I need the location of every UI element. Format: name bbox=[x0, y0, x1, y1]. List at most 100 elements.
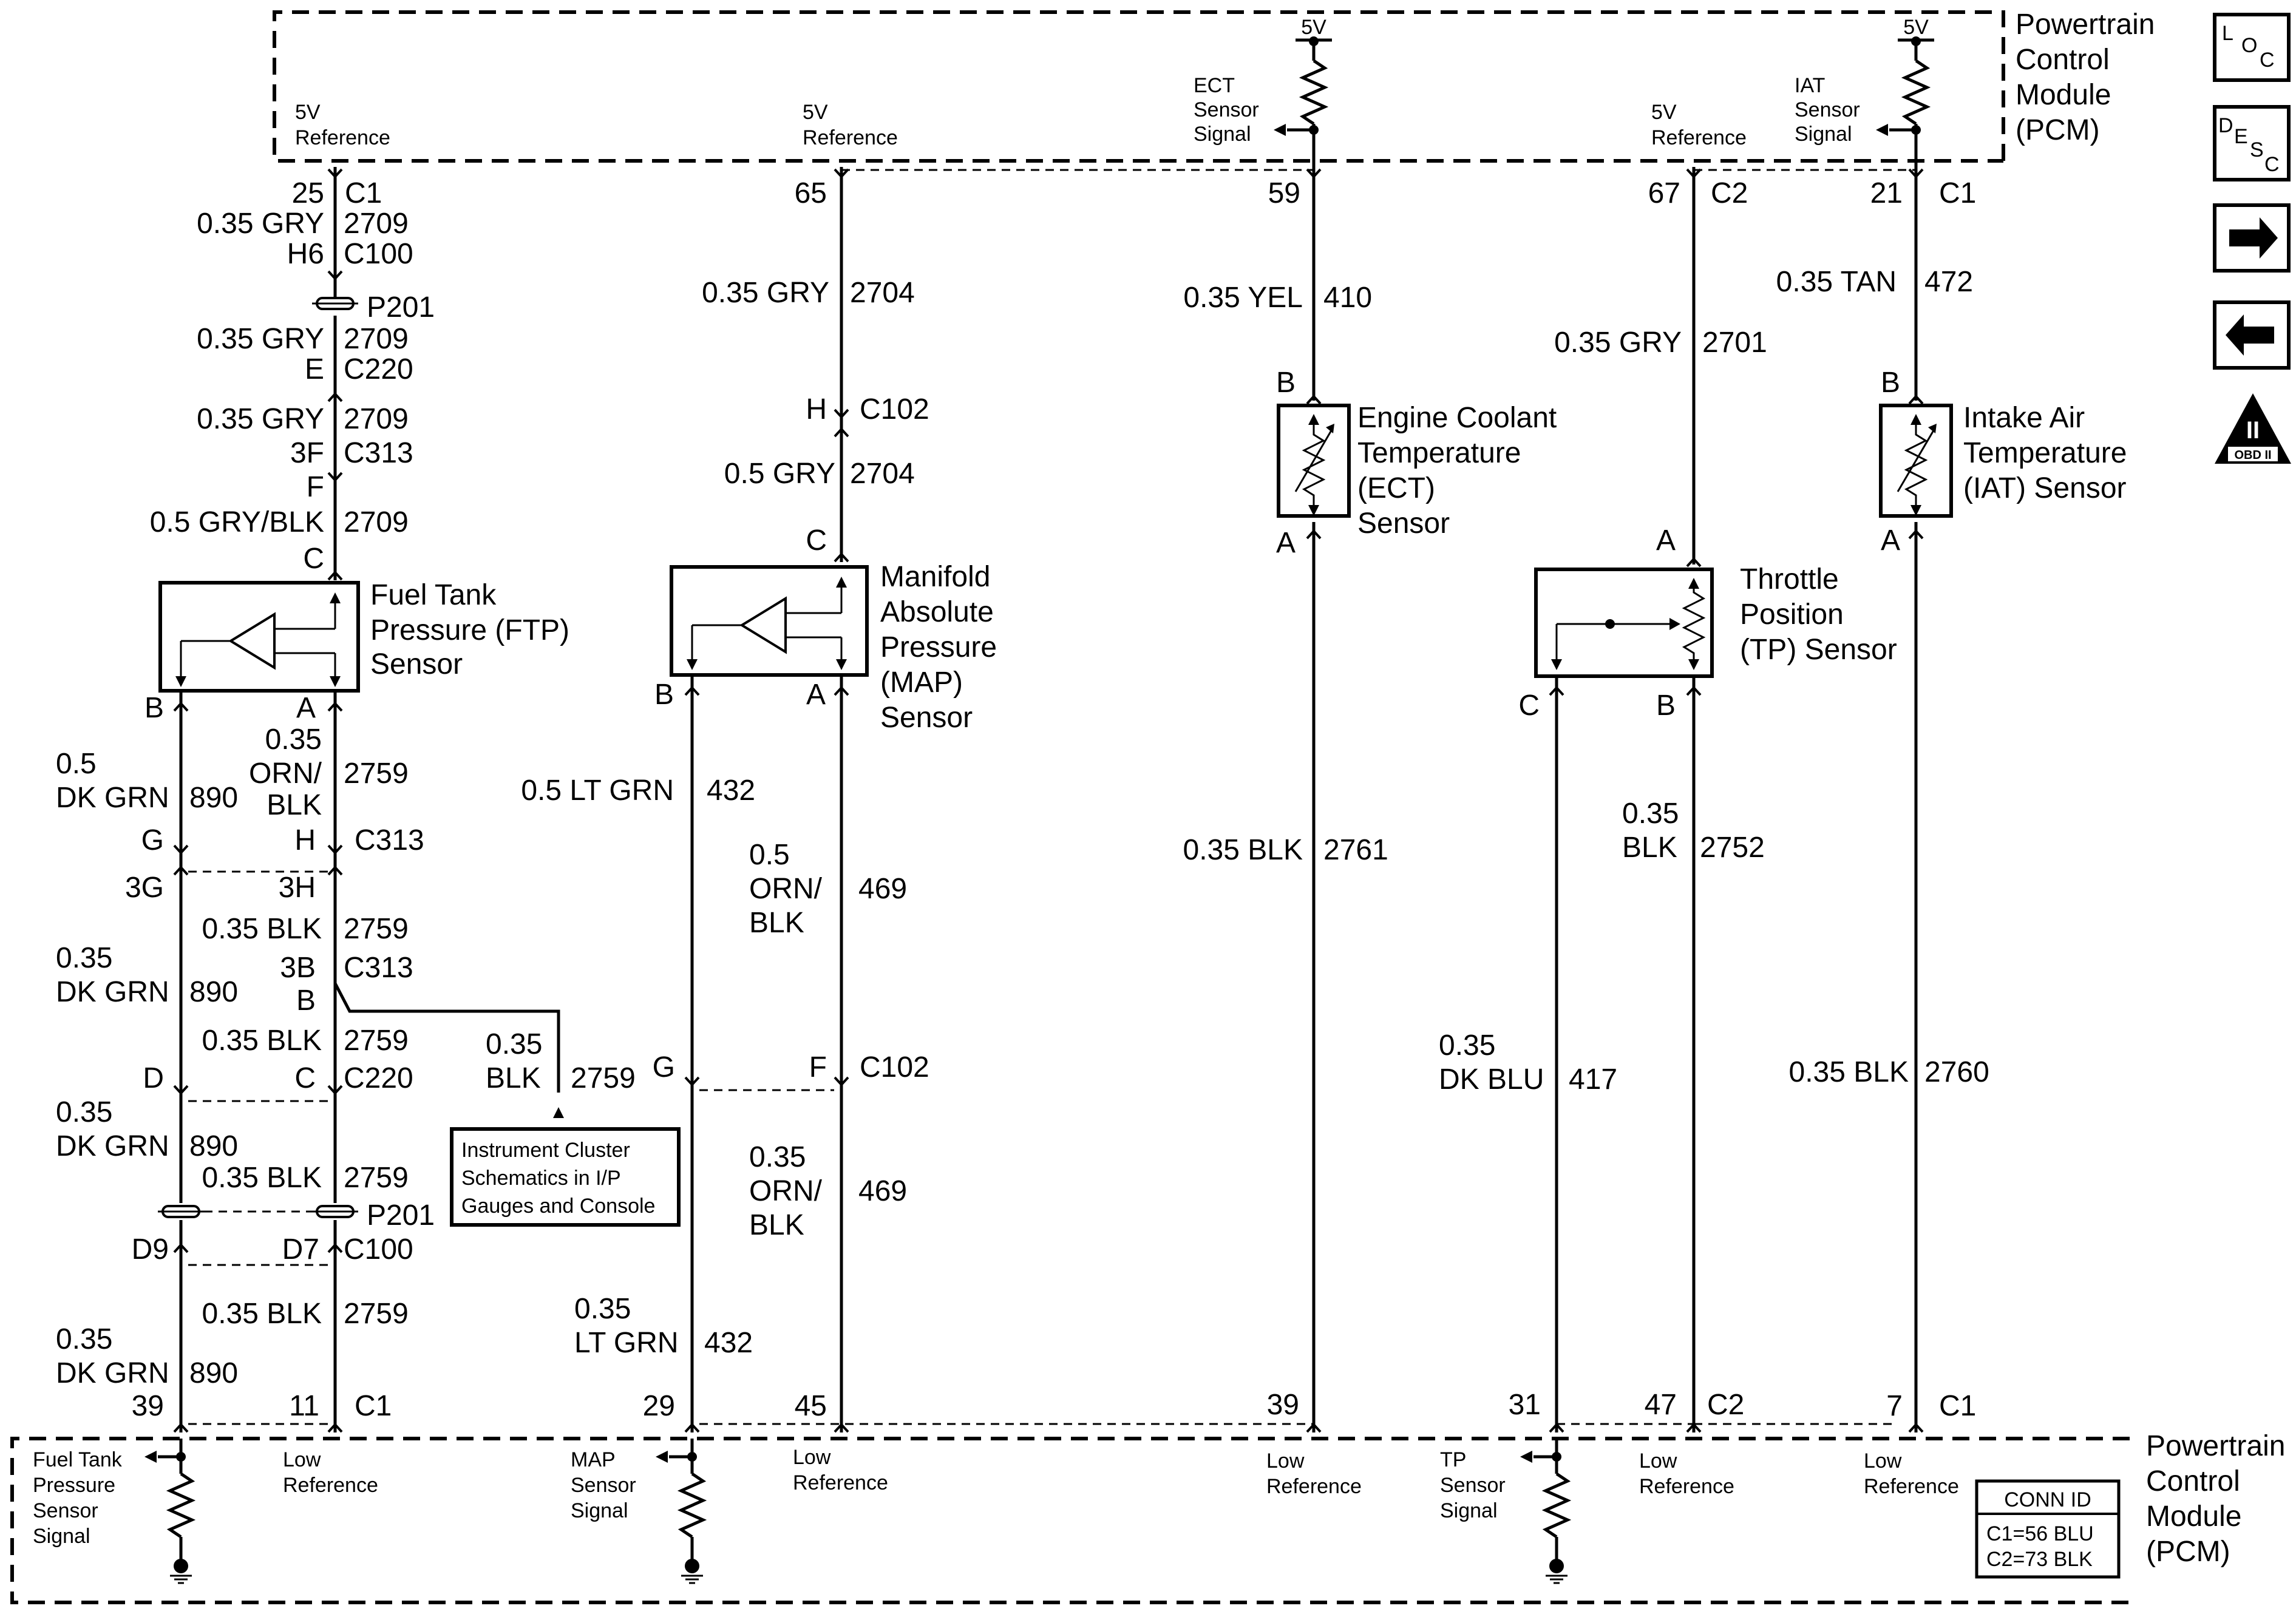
connector-id-row: C2=73 BLK bbox=[1986, 1548, 2093, 1571]
next-page-button[interactable] bbox=[2213, 203, 2291, 273]
circuit-number: 890 bbox=[189, 1130, 238, 1162]
connector-label: P201 bbox=[367, 291, 435, 324]
desc-letter: C bbox=[2264, 153, 2280, 176]
wire-gauge-color: 0.35 GRY bbox=[197, 323, 324, 355]
wire-gauge-color: 0.35 YEL bbox=[1183, 282, 1303, 314]
connector-label: C220 bbox=[344, 1062, 413, 1094]
circuit-number: 2759 bbox=[571, 1062, 636, 1094]
pin-letter: G bbox=[141, 824, 164, 856]
voltage-5v-label: 5V bbox=[1903, 16, 1929, 39]
wire-gauge-color: 0.35 GRY bbox=[702, 277, 829, 309]
ect-sensor-name: Temperature bbox=[1357, 437, 1521, 469]
wire-color: ORN/ bbox=[749, 873, 823, 905]
location-button[interactable]: L O C bbox=[2213, 13, 2291, 82]
connector-label: C2 bbox=[1707, 1389, 1744, 1421]
low-reference-label: Low bbox=[283, 1448, 321, 1471]
wire-gauge: 0.5 bbox=[749, 839, 790, 871]
pcm-label-line: Control bbox=[2146, 1465, 2240, 1497]
map-sensor-name: (MAP) bbox=[880, 666, 963, 699]
connector-label: C100 bbox=[344, 238, 413, 270]
pin-number: 3H bbox=[279, 872, 316, 904]
tp-sensor-circuit: A C B Throttle Position (TP) Sensor 67 C… bbox=[1439, 167, 1897, 1433]
wire-gauge: 0.5 bbox=[56, 748, 97, 780]
connector-id-table: CONN ID C1=56 BLU C2=73 BLK bbox=[1975, 1479, 2121, 1579]
low-reference-label: Reference bbox=[1639, 1475, 1734, 1498]
pin-number: 3G bbox=[125, 872, 164, 904]
pin-number: 29 bbox=[643, 1390, 675, 1422]
connector-label: C102 bbox=[860, 393, 929, 425]
wire-color: DK GRN bbox=[56, 1357, 169, 1389]
connector-label: C313 bbox=[355, 824, 424, 856]
wire-gauge-color: 0.35 BLK bbox=[202, 913, 322, 945]
iat-pullup-resistor: 5V bbox=[1876, 16, 1934, 168]
wire-gauge: 0.35 bbox=[56, 1096, 112, 1128]
ftp-reference-circuit: 25 C1 0.35 GRY 2709 H6 C100 P201 0.35 GR… bbox=[150, 167, 435, 581]
pin-number: 25 bbox=[292, 177, 324, 209]
ect-sensor-name: Engine Coolant bbox=[1357, 402, 1557, 434]
wire-color: LT GRN bbox=[574, 1327, 679, 1359]
wire-gauge-color: 0.35 GRY bbox=[1554, 327, 1682, 359]
ref-5v-label: 5V bbox=[803, 101, 828, 124]
pcm-label-line: Module bbox=[2146, 1500, 2241, 1533]
previous-page-button[interactable] bbox=[2213, 300, 2291, 370]
connector-label: C1 bbox=[1939, 1390, 1976, 1422]
pin-letter: A bbox=[1656, 524, 1676, 557]
ftp-signal-label: Fuel Tank bbox=[33, 1448, 123, 1471]
ftp-sensor-name: Fuel Tank bbox=[370, 579, 497, 611]
wire-color: BLK bbox=[749, 1209, 804, 1241]
low-reference-label: Reference bbox=[1864, 1475, 1959, 1498]
pin-number: 3F bbox=[290, 437, 324, 469]
pin-number: D9 bbox=[132, 1233, 169, 1266]
pin-number: 39 bbox=[1267, 1389, 1299, 1421]
pin-letter: B bbox=[296, 985, 316, 1017]
wire-color: BLK bbox=[486, 1062, 541, 1094]
low-reference-label: Low bbox=[1266, 1449, 1305, 1473]
obd-numeral: II bbox=[2246, 417, 2260, 444]
circuit-number: 2709 bbox=[344, 403, 409, 435]
circuit-number: 2709 bbox=[344, 208, 409, 240]
desc-letter: E bbox=[2234, 125, 2248, 148]
low-reference-label: Low bbox=[1639, 1449, 1677, 1473]
pin-letter: B bbox=[1276, 367, 1296, 399]
circuit-number: 432 bbox=[707, 775, 755, 807]
circuit-number: 417 bbox=[1569, 1063, 1617, 1096]
wire-color: ORN/ bbox=[749, 1175, 823, 1207]
wire-gauge-color: 0.5 GRY/BLK bbox=[150, 506, 324, 538]
description-button[interactable]: D E S C bbox=[2213, 105, 2291, 181]
circuit-number: 2761 bbox=[1323, 834, 1388, 866]
pin-letter: B bbox=[654, 679, 674, 711]
wire-color: DK GRN bbox=[56, 1130, 169, 1162]
map-signal-and-low-ref-circuits: B A 0.5 LT GRN 432 0.5 ORN/ BLK 469 G F … bbox=[521, 676, 1894, 1433]
pcm-label-line: (PCM) bbox=[2146, 1536, 2230, 1568]
pin-letter: C bbox=[303, 543, 324, 575]
ect-sensor-circuit: B A Engine Coolant Temperature (ECT) Sen… bbox=[1183, 167, 1557, 1433]
tp-sensor-name: Position bbox=[1740, 598, 1844, 631]
pcm-top-internal-labels: 5V Reference 5V Reference 5V Reference E… bbox=[295, 74, 1860, 149]
wire-color: DK GRN bbox=[56, 976, 169, 1008]
pcm-label-line: Module bbox=[2016, 79, 2111, 111]
circuit-number: 2759 bbox=[344, 1162, 409, 1194]
low-reference-label: Low bbox=[793, 1446, 831, 1469]
wire-gauge: 0.35 bbox=[486, 1028, 542, 1060]
pin-number: F bbox=[307, 471, 324, 503]
low-reference-label: Reference bbox=[283, 1474, 378, 1497]
circuit-number: 890 bbox=[189, 976, 238, 1008]
map-reference-circuit: 65 0.35 GRY 2704 H C102 0.5 GRY 2704 C bbox=[702, 167, 929, 563]
instrument-cluster-reference-link[interactable]: Instrument Cluster Schematics in I/P Gau… bbox=[461, 1139, 655, 1218]
wire-gauge-color: 0.35 GRY bbox=[197, 208, 324, 240]
ref-5v-label: 5V bbox=[1651, 101, 1677, 124]
connector-label: C313 bbox=[344, 437, 413, 469]
connector-id-title: CONN ID bbox=[2004, 1488, 2091, 1511]
map-sensor-name: Pressure bbox=[880, 631, 997, 663]
pin-number: 21 bbox=[1870, 177, 1903, 209]
ftp-signal-label: Sensor bbox=[33, 1499, 98, 1522]
iat-sensor-name: Temperature bbox=[1963, 437, 2127, 469]
circuit-number: 2704 bbox=[850, 458, 915, 490]
ftp-signal-label: Pressure bbox=[33, 1474, 115, 1497]
tp-signal-pullup-to-ground bbox=[1520, 1439, 1572, 1584]
wire-gauge: 0.35 bbox=[56, 1323, 112, 1355]
wire-color: DK GRN bbox=[56, 782, 169, 814]
pin-number: 67 bbox=[1648, 177, 1680, 209]
pin-letter: F bbox=[809, 1051, 827, 1083]
ftp-sensor: Fuel Tank Pressure (FTP) Sensor bbox=[158, 579, 569, 693]
